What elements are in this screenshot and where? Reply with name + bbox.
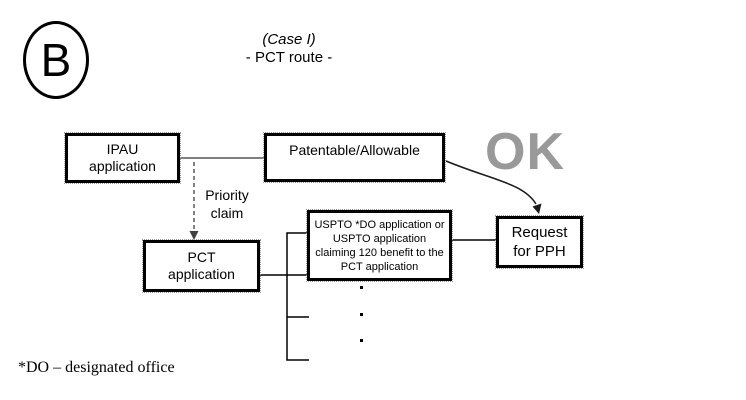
node-label-line: USPTO application	[332, 232, 427, 245]
node-label-line: Request	[511, 224, 568, 241]
node-label-line: PCT	[187, 249, 216, 265]
bracket-multiple-applications	[286, 232, 309, 361]
ellipsis-dots	[360, 286, 364, 342]
node-label-line: claiming 120 benefit to the	[315, 246, 444, 259]
priority-claim-line: claim	[210, 205, 244, 221]
do-footnote: *DO – designated office	[18, 359, 175, 376]
ellipsis-dot	[360, 339, 363, 342]
ellipsis-dot	[360, 286, 363, 289]
case-b-letter: B	[40, 34, 72, 86]
diagram-title: (Case I) - PCT route -	[199, 31, 379, 67]
node-label-line: Patentable/Allowable	[289, 142, 420, 158]
node-ipau-application: IPAU application	[64, 132, 181, 184]
node-request-for-pph: Request for PPH	[495, 215, 584, 269]
node-pct-application: PCT application	[142, 239, 261, 293]
priority-claim-line: Priority	[205, 187, 249, 203]
ellipsis-dot	[360, 312, 363, 316]
title-case-line: (Case I)	[262, 31, 316, 48]
priority-claim-label: Priority claim	[196, 186, 258, 222]
connector-patentable-to-request-curve	[445, 160, 537, 205]
node-patentable-allowable: Patentable/Allowable	[263, 132, 446, 183]
title-route-line: - PCT route -	[245, 49, 333, 66]
node-label-line: for PPH	[513, 243, 566, 260]
node-label-line: USPTO *DO application or	[314, 218, 445, 231]
ok-status-label: OK	[485, 123, 565, 181]
priority-claim-arrowhead-icon	[189, 231, 199, 240]
curve-arrowhead-icon	[532, 203, 542, 214]
case-b-badge: B	[23, 21, 89, 99]
node-label-line: PCT application	[340, 260, 419, 273]
node-label-line: application	[89, 158, 156, 174]
node-label-line: IPAU	[106, 141, 139, 157]
node-label-line: application	[168, 266, 235, 282]
node-uspto-application: USPTO *DO application or USPTO applicati…	[306, 209, 453, 282]
